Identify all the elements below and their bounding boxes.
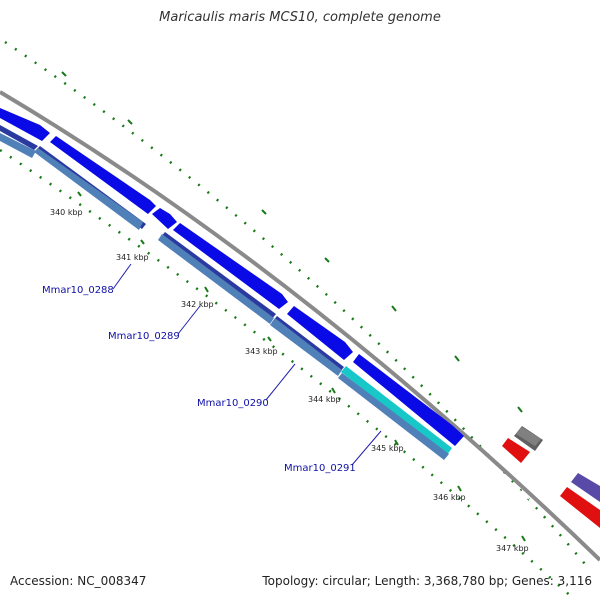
label-leader-line xyxy=(177,305,201,335)
rna-feature xyxy=(560,487,600,528)
tick-label: 341 kbp xyxy=(116,253,149,262)
cds-feature xyxy=(173,223,288,309)
gene-label-mmar10-0289: Mmar10_0289 xyxy=(108,331,180,342)
cds-feature xyxy=(287,306,353,360)
topology-text: Topology: circular; Length: 3,368,780 bp… xyxy=(262,574,592,588)
gene-label-mmar10-0291: Mmar10_0291 xyxy=(284,463,356,474)
repeat-feature xyxy=(571,473,600,502)
label-leader-line xyxy=(351,430,382,466)
cds-feature-highlight xyxy=(341,366,452,455)
label-leader-line xyxy=(112,263,132,290)
cds-feature xyxy=(0,125,38,150)
tick-label: 344 kbp xyxy=(308,395,341,404)
tick-label: 343 kbp xyxy=(245,347,278,356)
cds-feature xyxy=(34,148,143,230)
cds-feature xyxy=(0,108,50,141)
tick-label: 342 kbp xyxy=(181,300,214,309)
cds-feature xyxy=(0,133,36,158)
other-features[interactable] xyxy=(502,426,600,528)
cds-feature xyxy=(270,318,342,376)
gene-labels[interactable]: Mmar10_0288 Mmar10_0289 Mmar10_0290 Mmar… xyxy=(42,263,382,474)
reverse-cds-track[interactable] xyxy=(0,125,452,460)
genome-backbone xyxy=(0,90,600,567)
tick-label: 347 kbp xyxy=(496,544,529,553)
forward-cds-track[interactable] xyxy=(0,108,464,446)
label-leader-line xyxy=(265,363,296,401)
tick-label: 345 kbp xyxy=(371,444,404,453)
cds-feature xyxy=(158,234,274,324)
cds-feature xyxy=(152,208,177,229)
tick-label: 346 kbp xyxy=(433,493,466,502)
gc-skew-dots-outer xyxy=(4,40,591,571)
gene-label-mmar10-0290: Mmar10_0290 xyxy=(197,398,269,409)
gene-label-mmar10-0288: Mmar10_0288 xyxy=(42,285,114,296)
cds-feature xyxy=(353,354,464,446)
map-title: Maricaulis maris MCS10, complete genome xyxy=(159,10,441,25)
gc-content-dots-inner xyxy=(0,148,576,600)
misc-feature xyxy=(516,427,541,446)
rna-feature xyxy=(502,438,530,463)
tick-label: 340 kbp xyxy=(50,208,83,217)
tick-labels: 340 kbp 341 kbp 342 kbp 343 kbp 344 kbp … xyxy=(50,208,529,553)
cds-feature xyxy=(338,373,449,460)
accession-text: Accession: NC_008347 xyxy=(10,574,147,588)
cds-feature xyxy=(50,136,156,214)
